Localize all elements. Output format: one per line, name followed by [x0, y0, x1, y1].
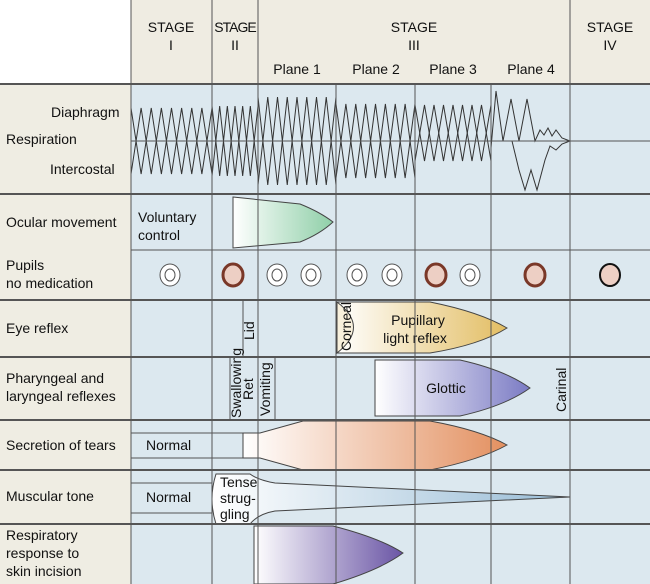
tears-normal-label: Normal	[146, 437, 191, 453]
wave-line	[130, 107, 213, 175]
pupillary-reflex-bar	[336, 301, 508, 354]
stage-3-title: STAGE	[391, 19, 437, 35]
vomiting-label: Vomiting	[257, 362, 273, 416]
stage-1-numeral: I	[169, 37, 173, 53]
plane-2: Plane 2	[352, 61, 400, 77]
pharyngeal-label: Pharyngeal and	[6, 370, 104, 386]
plane-1: Plane 1	[273, 61, 321, 77]
muscle-normal-box	[131, 482, 212, 514]
pupillary-label: Pupillary	[391, 312, 445, 328]
wave-line	[335, 103, 416, 179]
corneal-label: Corneal	[338, 302, 354, 351]
pupil-icon	[221, 262, 245, 288]
pupil-icon	[523, 262, 547, 288]
tears-label: Secretion of tears	[6, 437, 116, 453]
pupil-icon	[300, 263, 322, 287]
pupil-icon	[424, 262, 448, 288]
stage-header: STAGE I STAGE II STAGE III STAGE IV Plan…	[148, 19, 633, 77]
eye-reflex-label: Eye reflex	[6, 320, 68, 336]
muscular-tone-label: Muscular tone	[6, 488, 94, 504]
pupil-icon	[159, 263, 181, 287]
glottic-label: Glottic	[426, 380, 466, 396]
pupils-label: Pupils	[6, 257, 44, 273]
stage-2-title: STAGE	[214, 19, 256, 35]
pupils-row	[159, 262, 621, 288]
pupil-icon	[599, 263, 621, 287]
incision-label-3: skin incision	[6, 563, 81, 579]
label-column	[0, 84, 131, 584]
ret-label: Ret	[240, 378, 256, 400]
header-background	[131, 0, 650, 84]
plane-4: Plane 4	[507, 61, 555, 77]
control-label: control	[138, 227, 180, 243]
diaphragm-label: Diaphragm	[51, 104, 119, 120]
wave-line	[335, 103, 416, 179]
wave-line	[414, 104, 492, 162]
respiration-label: Respiration	[6, 131, 77, 147]
wave-line	[414, 104, 492, 162]
wave-line-plane4	[490, 90, 572, 192]
intercostal-label: Intercostal	[50, 161, 115, 177]
stage-4-title: STAGE	[587, 19, 633, 35]
pupil-icon	[346, 263, 368, 287]
struggling-label-2: gling	[220, 506, 250, 522]
wave-line	[211, 105, 259, 177]
ocular-movement-label: Ocular movement	[6, 214, 117, 230]
swallowing-label: Swallowing	[228, 348, 244, 418]
struggling-label-1: strug-	[220, 490, 256, 506]
wave-line	[257, 96, 337, 186]
pupils-sublabel: no medication	[6, 275, 93, 291]
pupil-icon	[459, 263, 481, 287]
stage-1-title: STAGE	[148, 19, 194, 35]
incision-label-1: Respiratory	[6, 527, 78, 543]
respiration-waveform	[130, 90, 572, 192]
lid-label: Lid	[241, 321, 257, 340]
incision-label-2: response to	[6, 545, 79, 561]
carinal-label: Carinal	[553, 368, 569, 412]
tense-label: Tense	[220, 474, 258, 490]
stage-4-numeral: IV	[603, 37, 617, 53]
voluntary-label: Voluntary	[138, 209, 196, 225]
pupil-icon	[381, 263, 403, 287]
wave-line	[130, 107, 213, 175]
wave-line	[257, 96, 337, 186]
pupil-icon	[266, 263, 288, 287]
wave-line	[211, 105, 259, 177]
laryngeal-label: laryngeal reflexes	[6, 388, 116, 404]
incision-response-bar	[253, 525, 404, 584]
muscle-normal-label: Normal	[146, 489, 191, 505]
stage-3-numeral: III	[408, 37, 420, 53]
corneal-reflex-bar	[336, 300, 354, 355]
stage-2-numeral: II	[231, 37, 239, 53]
plane-3: Plane 3	[429, 61, 477, 77]
